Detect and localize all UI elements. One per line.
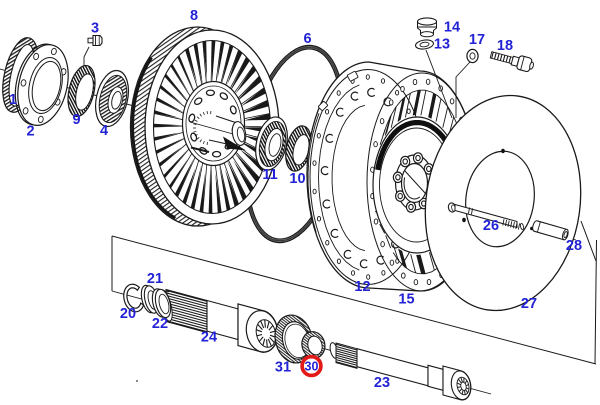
svg-text:2: 2 xyxy=(26,124,34,140)
svg-text:6: 6 xyxy=(303,31,311,47)
svg-text:31: 31 xyxy=(275,360,291,376)
svg-text:22: 22 xyxy=(152,316,168,332)
svg-text:20: 20 xyxy=(120,306,136,322)
svg-text:18: 18 xyxy=(497,38,513,54)
svg-text:1: 1 xyxy=(9,92,17,108)
svg-text:14: 14 xyxy=(444,20,460,36)
svg-text:4: 4 xyxy=(100,123,108,139)
svg-text:13: 13 xyxy=(434,37,450,53)
svg-text:27: 27 xyxy=(521,296,537,312)
svg-text:24: 24 xyxy=(201,330,217,346)
svg-text:11: 11 xyxy=(262,167,277,183)
svg-text:8: 8 xyxy=(190,8,198,24)
svg-text:17: 17 xyxy=(469,32,485,48)
svg-text:26: 26 xyxy=(483,218,499,234)
svg-text:9: 9 xyxy=(72,112,80,128)
svg-text:3: 3 xyxy=(91,21,99,37)
svg-text:15: 15 xyxy=(398,292,414,308)
svg-text:30: 30 xyxy=(305,360,319,374)
svg-text:12: 12 xyxy=(354,279,370,295)
svg-text:28: 28 xyxy=(566,238,582,254)
svg-text:21: 21 xyxy=(147,271,163,287)
svg-text:23: 23 xyxy=(374,375,390,391)
svg-text:10: 10 xyxy=(289,171,305,187)
